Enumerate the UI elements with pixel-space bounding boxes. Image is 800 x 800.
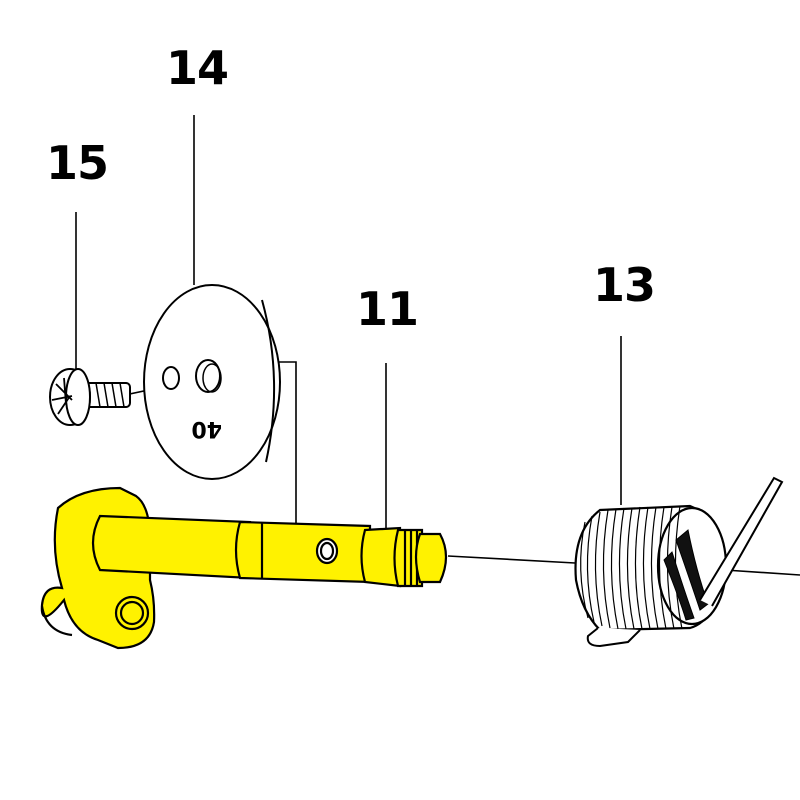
shaft-part-11 [40, 486, 448, 650]
callout-part-14: 14 [166, 41, 229, 95]
spring-part-13 [574, 476, 784, 648]
screw-part-15 [49, 368, 131, 426]
washer-mark: 40 [191, 416, 222, 441]
spring-axis-line [724, 569, 800, 576]
shaft-axis-line [447, 555, 576, 564]
callout-part-15: 15 [46, 136, 109, 190]
callout-part-13: 13 [593, 258, 656, 312]
washer-part-14: 40 [143, 284, 281, 480]
callout-part-11: 11 [356, 282, 419, 336]
